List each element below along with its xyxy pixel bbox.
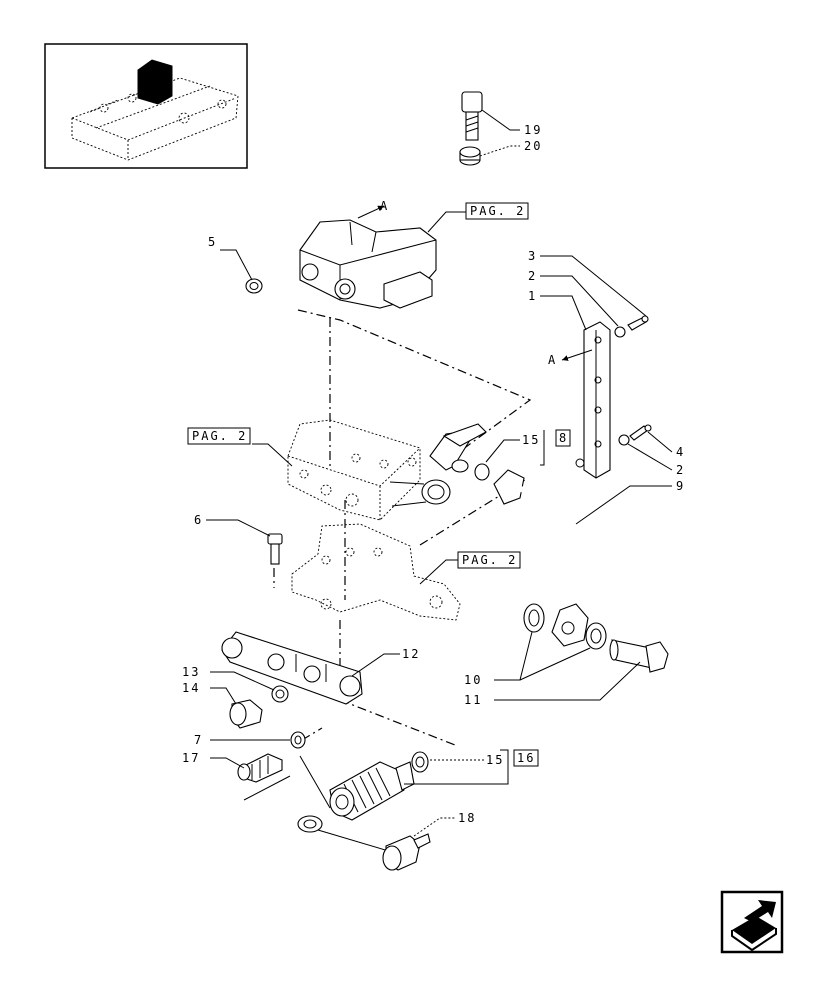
callout-3: 3: [528, 249, 537, 263]
banjo-bolt-11: [609, 639, 669, 673]
washer-10-left: [523, 603, 545, 633]
callout-7: 7: [194, 733, 203, 747]
o-ring-7: [290, 731, 306, 749]
pipe-9: [493, 469, 589, 647]
callout-9: 9: [676, 479, 685, 493]
fitting-17: [237, 753, 283, 783]
callout-2-top: 2: [528, 269, 537, 283]
ref-pag-mid: PAG. 2: [462, 553, 517, 567]
screw-4: [629, 424, 652, 441]
callout-6: 6: [194, 513, 203, 527]
ref-8: 8: [559, 431, 568, 445]
washer-5: [245, 278, 263, 294]
callout-4: 4: [676, 445, 685, 459]
callout-15-top: 15: [522, 433, 540, 447]
next-page-arrow-icon[interactable]: [720, 890, 784, 954]
washer-2-right: [618, 434, 630, 446]
washer-2-top: [614, 326, 626, 338]
plug-14: [229, 699, 263, 729]
ref-pag-left: PAG. 2: [192, 429, 247, 443]
thumbnail-locator: [44, 43, 248, 169]
callout-19: 19: [524, 123, 542, 137]
quick-coupler-16: [329, 761, 415, 821]
callout-18: 18: [458, 811, 476, 825]
elbow-fitting: [429, 423, 487, 473]
bolt-19: [461, 91, 483, 141]
callout-11: 11: [464, 693, 482, 707]
callout-2-right: 2: [676, 463, 685, 477]
dust-cap-18: [297, 815, 431, 871]
ref-box-pag-left: [187, 427, 251, 445]
callout-15-lower: 15: [486, 753, 504, 767]
main-valve-body: [287, 419, 451, 521]
ref-box-16: [513, 749, 539, 767]
top-valve-body: [299, 219, 437, 309]
ref-box-8: [555, 429, 571, 447]
callout-5: 5: [208, 235, 217, 249]
callout-14: 14: [182, 681, 200, 695]
arrow-a-right-label: A: [548, 353, 557, 367]
washer-13: [271, 685, 289, 703]
ref-16: 16: [517, 751, 535, 765]
bracket-1: [575, 321, 611, 479]
link-bar-12: [221, 631, 363, 705]
callout-13: 13: [182, 665, 200, 679]
washer-20: [459, 146, 481, 166]
seal-15: [474, 463, 490, 481]
callout-20: 20: [524, 139, 542, 153]
screw-3: [627, 315, 649, 331]
seal-15-lower: [411, 751, 429, 773]
ref-pag-top: PAG. 2: [470, 204, 525, 218]
highlight-block: [137, 59, 173, 105]
arrow-a-top-label: A: [380, 199, 389, 213]
callout-10: 10: [464, 673, 482, 687]
washer-10-right: [585, 622, 607, 650]
ref-box-pag-top: [465, 202, 529, 220]
ref-box-pag-mid: [457, 551, 521, 569]
callout-12: 12: [402, 647, 420, 661]
callout-17: 17: [182, 751, 200, 765]
lower-support-body: [291, 523, 461, 621]
bolt-6: [267, 533, 283, 565]
callout-1: 1: [528, 289, 537, 303]
